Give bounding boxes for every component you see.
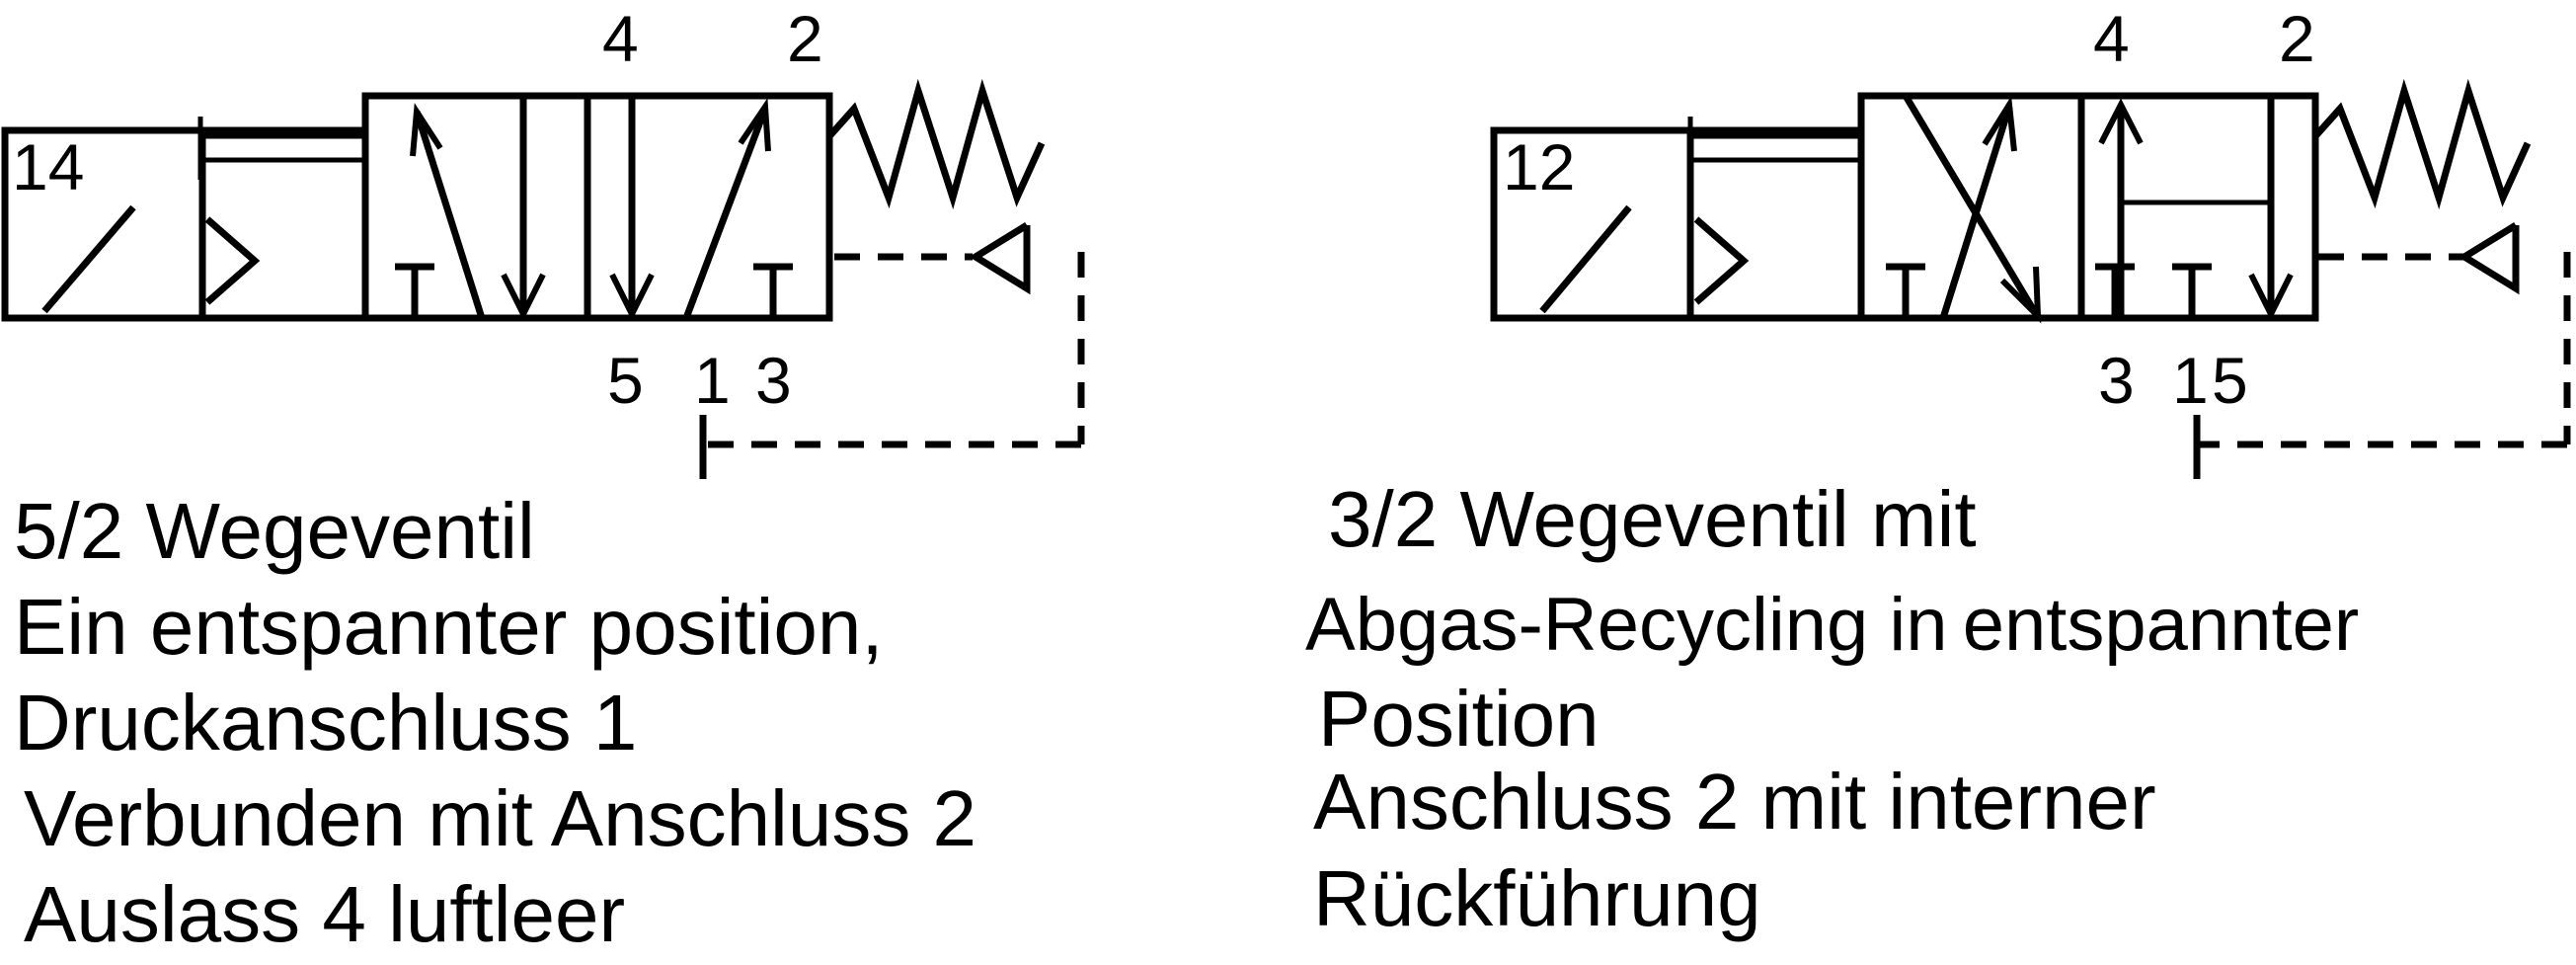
left-port-4-label: 4 [602,2,639,75]
left-port-5-label: 5 [607,344,644,417]
right-port-4-label: 4 [2093,2,2130,75]
left-spring [826,78,1046,210]
right-spring [2312,78,2532,210]
right-manual-override [1687,117,1861,180]
right-caption-line-3: Position [1318,675,1600,763]
right-port-3-label: 3 [2098,344,2135,417]
left-valve-body [361,92,833,322]
right-caption-line-4: Anschluss 2 mit interner [1313,758,2156,845]
left-caption-line-3: Druckanschluss 1 [14,679,638,766]
right-port-5-label: 5 [2212,344,2248,417]
right-caption-line-5: Rückführung [1313,854,1761,942]
left-port-14-label: 14 [12,130,84,203]
left-caption-line-5: Auslass 4 luftleer [24,870,626,958]
right-port-2-label: 2 [2279,2,2315,75]
right-caption-line-1: 3/2 Wegeventil mit [1328,475,1977,563]
left-pilot-line [699,222,1085,479]
left-port-3-label: 3 [755,344,792,417]
left-caption-line-4: Verbunden mit Anschluss 2 [24,774,977,862]
left-caption-line-1: 5/2 Wegeventil [14,487,535,575]
right-port-1-label: 1 [2172,344,2209,417]
right-pilot-line [2193,222,2571,479]
left-valve-symbol: 14 4 2 5 1 3 [1,2,1085,479]
right-valve-body [1857,92,2319,324]
right-caption-line-2: Abgas-Recycling in entspannter [1305,583,2360,667]
right-port-12-label: 12 [1503,130,1575,203]
left-caption-line-2: Ein entspannter position, [14,583,884,671]
right-valve-symbol: 12 4 2 3 1 5 [1490,2,2571,479]
left-port-2-label: 2 [787,2,823,75]
left-port-1-label: 1 [694,344,731,417]
left-manual-override [197,117,365,180]
